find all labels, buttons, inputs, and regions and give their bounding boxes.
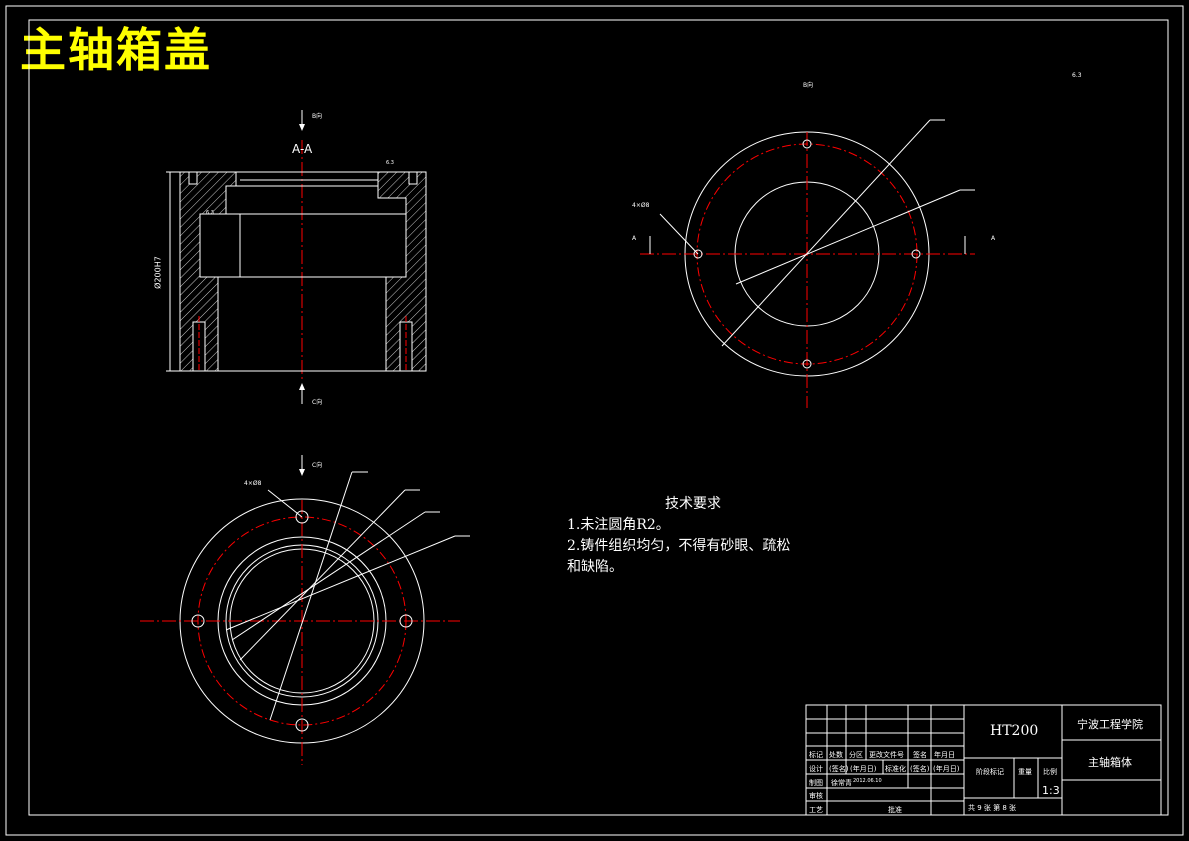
roughness-top: 6.3 — [386, 160, 394, 166]
col-label-sign: 签名 — [913, 751, 927, 759]
stage-label: 阶段标记 — [976, 768, 1004, 776]
roughness-corner: 6.3 — [1072, 72, 1082, 79]
row2-sign-2: (签名) — [910, 765, 930, 773]
flange-hole-right — [399, 614, 413, 628]
cut-label-top: B向 — [312, 113, 323, 120]
tech-line-1: 1.未注圆角R2。 — [567, 517, 670, 533]
row-label-draw: 制图 — [809, 779, 823, 787]
title-block-grid — [805, 704, 1162, 816]
section-view-a-a — [166, 110, 427, 404]
col-label-zone: 分区 — [849, 751, 863, 759]
view-c-label: C向 — [312, 462, 323, 469]
leader-1 — [721, 119, 931, 347]
scale-label: 比例 — [1043, 768, 1057, 776]
section-marker-a-left: A — [632, 235, 637, 242]
drawer-name: 徐常青 — [831, 779, 852, 787]
hole-note-c: 4×Ø8 — [244, 480, 262, 487]
cut-label-bottom: C向 — [312, 399, 323, 406]
row2-standard: 标准化 — [885, 765, 906, 773]
school-name: 宁波工程学院 — [1077, 718, 1143, 731]
left-wall-hatch — [179, 171, 237, 372]
tech-heading: 技术要求 — [665, 496, 721, 512]
row-label-design: 设计 — [809, 765, 823, 773]
flange-hole-top — [295, 510, 309, 524]
tech-line-3: 和缺陷。 — [567, 559, 623, 575]
section-label: A-A — [292, 142, 313, 156]
row2-sign-1: (签名) — [829, 765, 849, 773]
flange-hole-left — [191, 614, 205, 628]
top-right-view — [640, 119, 975, 408]
hole-top — [802, 139, 812, 149]
hole-bottom — [802, 359, 812, 369]
drawing-title: 主轴箱盖 — [20, 23, 212, 77]
row-label-craft: 工艺 — [809, 806, 823, 814]
hole-note-b: 4×Ø8 — [632, 202, 650, 209]
leader-2 — [735, 189, 961, 285]
scale-value: 1:3 — [1042, 784, 1060, 797]
draw-date: 2012.06.10 — [853, 778, 882, 784]
col-label-count: 处数 — [829, 751, 843, 759]
row-label-review: 审核 — [809, 792, 823, 800]
row-label-mark: 标记 — [809, 751, 823, 759]
weight-label: 重量 — [1018, 768, 1032, 776]
view-b-label: B向 — [803, 82, 814, 89]
hole-left — [693, 249, 703, 259]
flange-hole-bottom — [295, 718, 309, 732]
section-dimension: Ø200H7 — [153, 256, 163, 289]
material-label: HT200 — [990, 723, 1039, 739]
section-marker-a-right: A — [991, 235, 996, 242]
flange-hole-leader — [267, 489, 303, 518]
sheet-count: 共 9 张 第 8 张 — [968, 804, 1017, 812]
leader-hole — [659, 213, 699, 255]
col-label-doc: 更改文件号 — [869, 751, 904, 759]
outer-border — [5, 5, 1184, 836]
approve-label: 批准 — [888, 806, 902, 814]
hole-right — [911, 249, 921, 259]
row2-date-1: (年月日) — [850, 765, 877, 773]
roughness-left: 6.3 — [206, 210, 214, 216]
row2-date-2: (年月日) — [933, 765, 960, 773]
col-label-date: 年月日 — [934, 751, 955, 759]
tech-requirements: 技术要求 1.未注圆角R2。 2.铸件组织均匀，不得有砂眼、疏松 和缺陷。 — [567, 494, 790, 578]
inner-border — [28, 19, 1169, 816]
part-name: 主轴箱体 — [1088, 756, 1132, 769]
bottom-view — [140, 455, 470, 765]
tech-line-2: 2.铸件组织均匀，不得有砂眼、疏松 — [567, 538, 791, 554]
